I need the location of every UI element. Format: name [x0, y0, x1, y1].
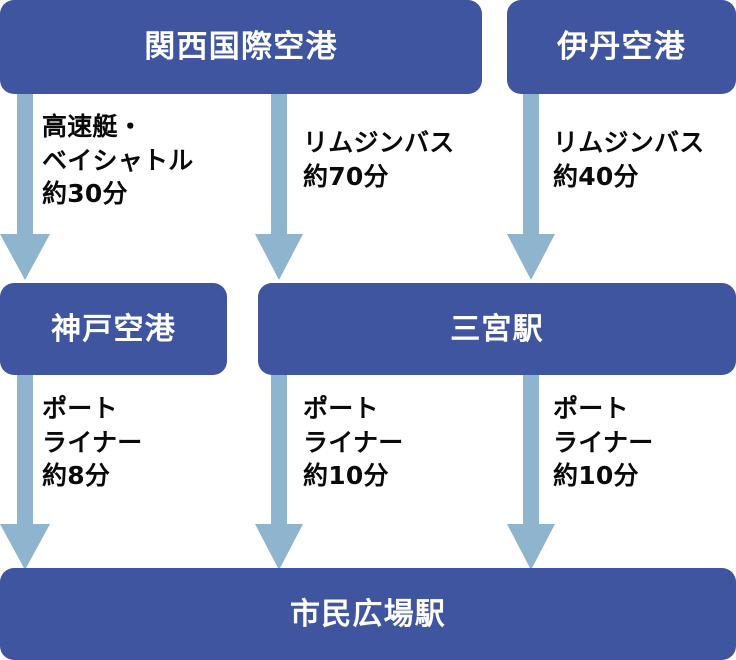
arrow-kobe-to-shimin [0, 372, 50, 570]
node-kansai-international-airport[interactable]: 関西国際空港 [0, 0, 482, 94]
arrow-itami-to-sannomiya [507, 90, 555, 280]
arrow-kix-to-sannomiya [255, 90, 303, 280]
node-label-kobe: 神戸空港 [51, 311, 176, 347]
arrow-sannomiya-to-shimin-right [507, 372, 555, 570]
arrow-kix-to-kobe [0, 90, 50, 280]
edge-label-itami-to-sannomiya: リムジンバス 約40分 [553, 128, 705, 191]
node-label-shimin: 市民広場駅 [290, 596, 446, 632]
node-shimin-hiroba-station[interactable]: 市民広場駅 [0, 568, 736, 660]
node-label-kix: 関西国際空港 [144, 28, 338, 65]
node-kobe-airport[interactable]: 神戸空港 [0, 283, 227, 375]
edge-label-kix-to-kobe: 高速艇・ ベイシャトル 約30分 [42, 112, 194, 208]
node-label-sannomiya: 三宮駅 [450, 311, 544, 347]
node-label-itami: 伊丹空港 [557, 28, 686, 65]
edge-label-kobe-to-shimin: ポート ライナー 約8分 [42, 394, 143, 490]
node-sannomiya-station[interactable]: 三宮駅 [258, 283, 736, 375]
edge-label-kix-to-sannomiya: リムジンバス 約70分 [303, 128, 455, 191]
edge-label-sannomiya-to-shimin-left: ポート ライナー 約10分 [303, 394, 404, 490]
arrow-sannomiya-to-shimin-left [255, 372, 303, 570]
edge-label-sannomiya-to-shimin-right: ポート ライナー 約10分 [553, 394, 654, 490]
node-itami-airport[interactable]: 伊丹空港 [507, 0, 736, 94]
